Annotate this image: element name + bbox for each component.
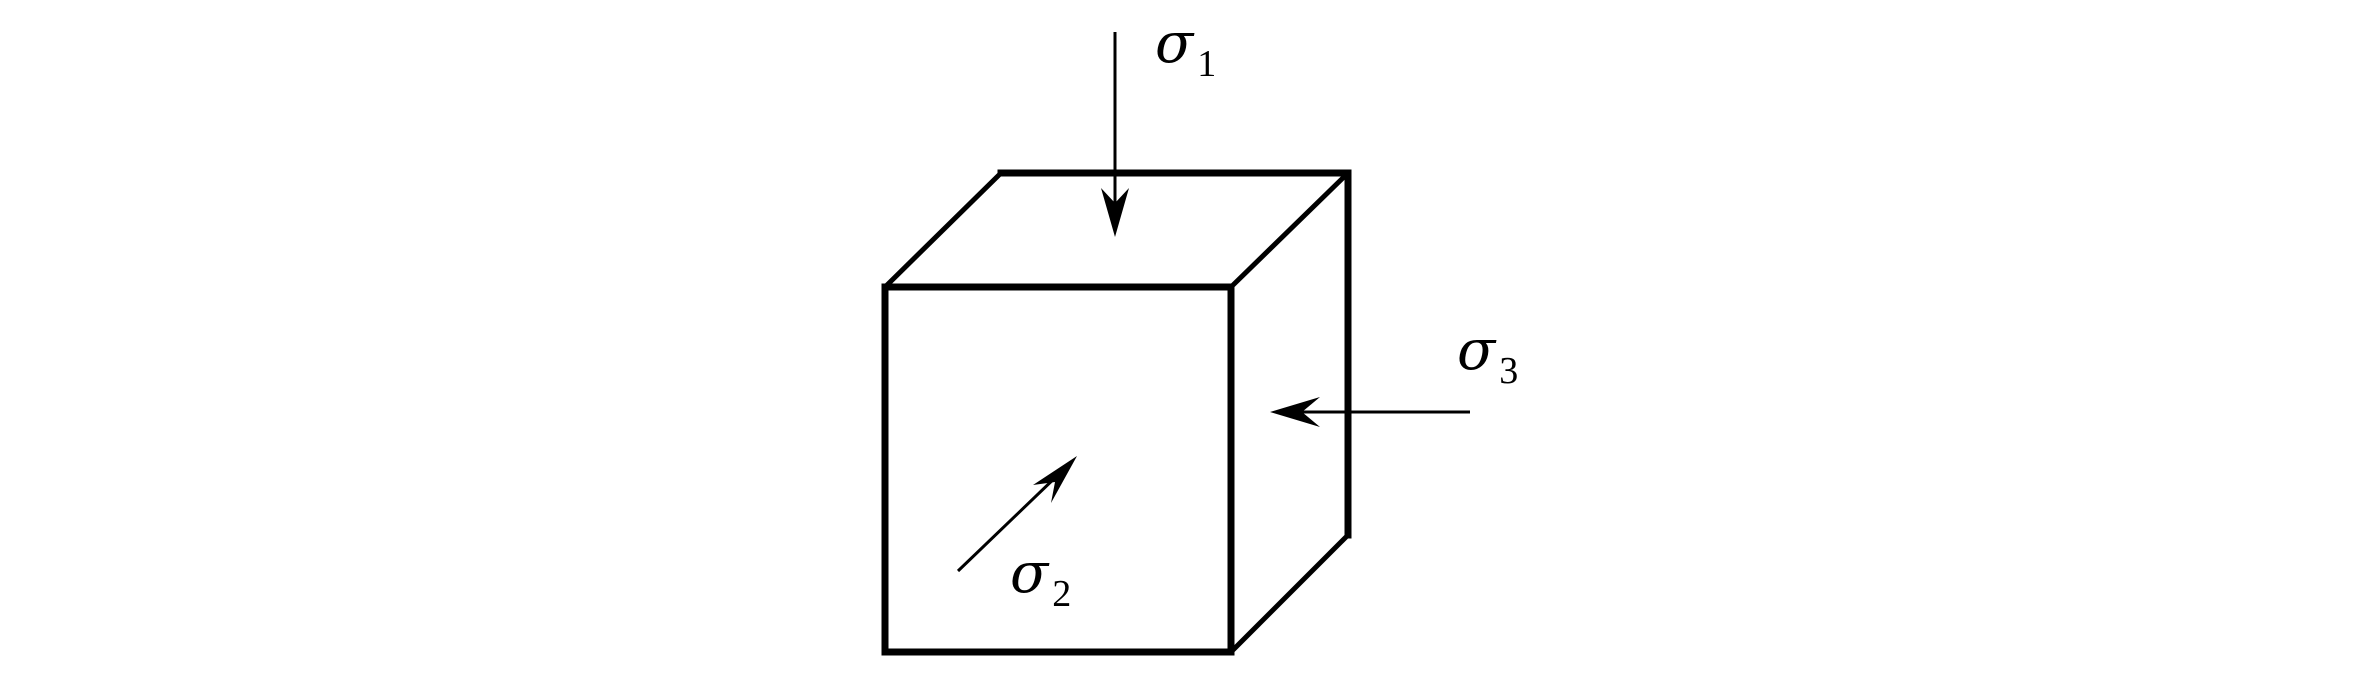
sigma1-arrow: [1101, 32, 1129, 237]
cube-front-face: [881, 283, 1235, 656]
sigma2-arrow: [956, 456, 1077, 573]
cube-top-left-diagonal: [883, 171, 1003, 289]
cube-top-right-diagonal: [1229, 171, 1350, 289]
cube: [881, 169, 1352, 656]
cube-bottom-right-diagonal: [1229, 533, 1350, 654]
sigma3-arrow: [1270, 397, 1470, 427]
